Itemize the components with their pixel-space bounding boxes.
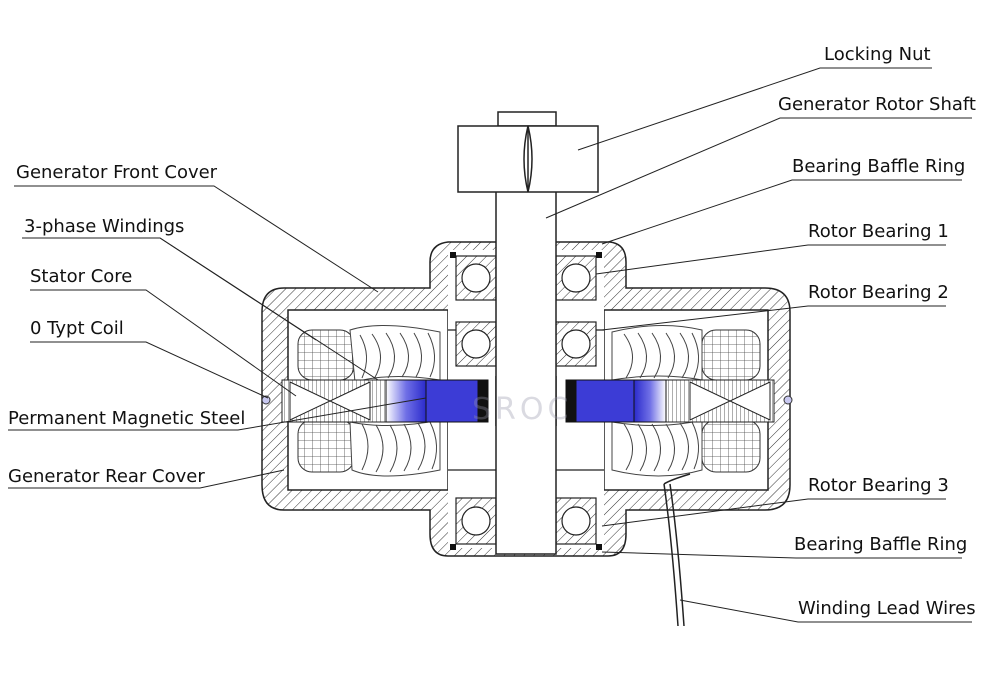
leader-lines-right — [545, 67, 972, 623]
label-permanent-magnetic-steel: Permanent Magnetic Steel — [8, 408, 246, 429]
label-generator-front-cover: Generator Front Cover — [16, 162, 218, 183]
label-stator-core: Stator Core — [30, 266, 133, 287]
label-rotor-bearing-2: Rotor Bearing 2 — [808, 282, 949, 303]
label-winding-lead-wires: Winding Lead Wires — [798, 598, 976, 619]
locking-nut — [457, 111, 599, 193]
leader-lines-left — [8, 185, 427, 489]
label-generator-rotor-shaft: Generator Rotor Shaft — [778, 94, 976, 115]
label-bearing-baffle-ring-bottom: Bearing Baffle Ring — [794, 534, 968, 555]
winding-bundle-right — [611, 325, 703, 477]
winding-lead-wires — [663, 473, 691, 627]
label-locking-nut: Locking Nut — [824, 44, 931, 65]
rotor-shaft — [495, 189, 557, 555]
label-bearing-baffle-ring-top: Bearing Baffle Ring — [792, 156, 966, 177]
label-rotor-bearing-3: Rotor Bearing 3 — [808, 475, 949, 496]
watermark: SROC — [472, 392, 573, 427]
stator-core — [281, 379, 775, 423]
winding-bundle-left — [349, 325, 441, 477]
label-rotor-bearing-1: Rotor Bearing 1 — [808, 221, 949, 242]
label-3-phase-windings: 3-phase Windings — [24, 216, 185, 237]
label-generator-rear-cover: Generator Rear Cover — [8, 466, 205, 487]
label-0-typt-coil: 0 Typt Coil — [30, 318, 124, 339]
coil-pins — [261, 395, 793, 405]
baffle-rings — [450, 252, 602, 550]
permanent-magnets — [385, 379, 667, 423]
